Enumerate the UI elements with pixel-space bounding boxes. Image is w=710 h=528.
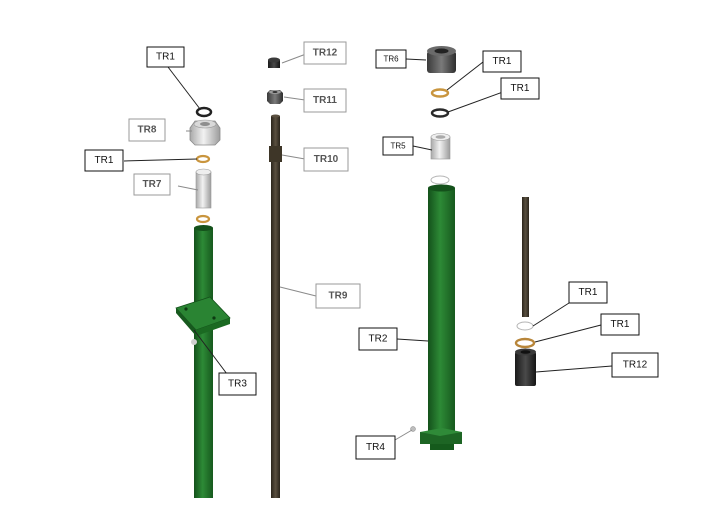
- svg-text:TR4: TR4: [366, 442, 385, 453]
- tr1-washer-top-left: [195, 106, 213, 118]
- tr1-brass-ring-left-upper: [195, 154, 211, 164]
- svg-text:TR3: TR3: [228, 379, 247, 390]
- center-assembly: [267, 57, 283, 498]
- label-tr11: TR11: [303, 88, 347, 113]
- label-tr1-right-second: TR1: [500, 77, 540, 100]
- label-tr12-top: TR12: [303, 41, 347, 65]
- label-tr7: TR7: [133, 173, 171, 196]
- svg-text:TR12: TR12: [623, 360, 648, 371]
- small-dark-rod: [522, 197, 529, 317]
- tr6-large-nut: [427, 46, 456, 73]
- label-tr10: TR10: [303, 147, 349, 172]
- label-tr5: TR5: [382, 136, 414, 156]
- svg-text:TR1: TR1: [493, 56, 512, 67]
- label-tr2: TR2: [358, 327, 398, 351]
- tr10-collar: [269, 146, 282, 162]
- svg-text:TR1: TR1: [95, 155, 114, 166]
- tr11-hex-nut: [267, 90, 283, 104]
- label-tr1-top-left: TR1: [146, 46, 185, 68]
- svg-text:TR5: TR5: [390, 142, 406, 151]
- tr1-white-ring-far-right: [516, 321, 534, 331]
- label-tr6: TR6: [375, 49, 407, 69]
- svg-text:TR12: TR12: [313, 48, 338, 59]
- tr1-brass-ring-far-right: [514, 337, 536, 349]
- label-tr1-right-upper: TR1: [482, 50, 522, 73]
- labels: TR1 TR8 TR1 TR7 TR3 TR12 TR11 TR10: [84, 41, 659, 460]
- white-ring-right: [430, 175, 450, 185]
- label-tr12-far-right: TR12: [611, 352, 659, 378]
- tr7-sleeve: [195, 168, 212, 209]
- tr1-dark-washer-right: [430, 108, 450, 118]
- right-assembly: [410, 46, 462, 450]
- label-tr8: TR8: [128, 118, 166, 142]
- svg-text:TR2: TR2: [369, 334, 388, 345]
- tr1-brass-ring-right: [430, 88, 450, 98]
- brass-ring-left-lower: [195, 214, 211, 224]
- tr2-green-tube: [428, 188, 455, 432]
- svg-text:TR1: TR1: [511, 83, 530, 94]
- label-tr1-far-right-upper: TR1: [568, 281, 608, 304]
- tr3-bracket: [175, 296, 231, 345]
- tr2-base-plate: [420, 428, 462, 450]
- tr3-green-tube: [194, 228, 213, 498]
- tr5-sleeve: [430, 133, 451, 160]
- svg-text:TR8: TR8: [138, 125, 157, 136]
- label-tr4: TR4: [355, 435, 396, 460]
- leader-lines: [123, 53, 613, 441]
- label-tr1-far-right-lower: TR1: [600, 313, 640, 336]
- svg-text:TR10: TR10: [314, 154, 339, 165]
- svg-text:TR9: TR9: [329, 291, 348, 302]
- far-right-assembly: [514, 197, 536, 386]
- svg-text:TR1: TR1: [156, 52, 175, 63]
- left-assembly: [175, 106, 231, 498]
- svg-text:TR1: TR1: [611, 319, 630, 330]
- tr12-small-nut: [268, 57, 280, 68]
- tr8-hex-nut: [189, 119, 221, 146]
- svg-text:TR1: TR1: [579, 287, 598, 298]
- svg-text:TR11: TR11: [313, 95, 337, 106]
- tr12-black-cap: [515, 348, 536, 386]
- svg-text:TR6: TR6: [383, 55, 399, 64]
- label-tr3: TR3: [218, 372, 257, 396]
- tr9-rod: [271, 116, 280, 498]
- label-tr1-left-middle: TR1: [84, 149, 124, 172]
- label-tr9: TR9: [315, 283, 361, 309]
- svg-text:TR7: TR7: [143, 179, 162, 190]
